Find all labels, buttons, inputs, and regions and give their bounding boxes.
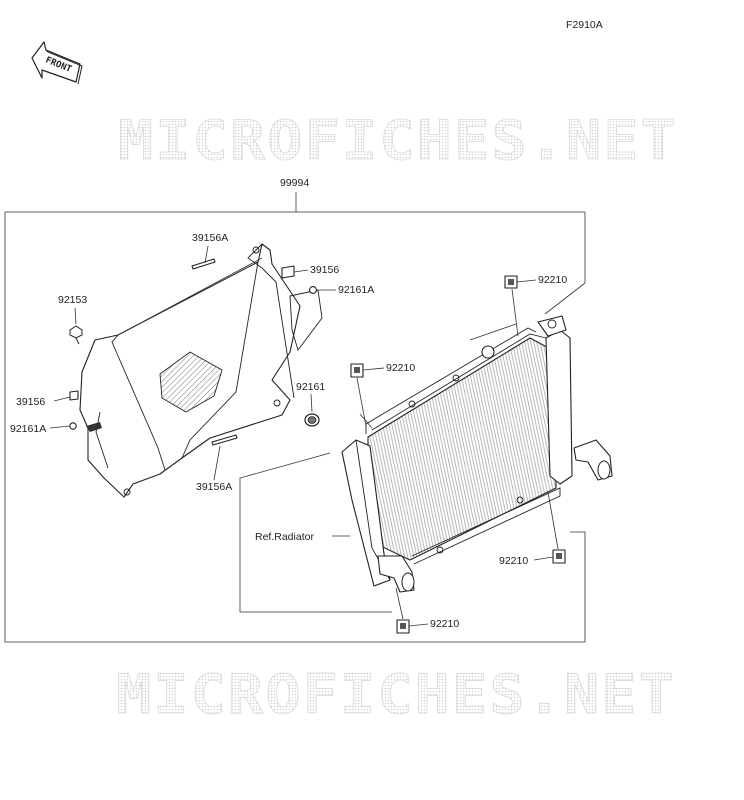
nut-bottom-icon [396, 619, 410, 634]
leader-92210-bottom-right [533, 556, 554, 561]
watermark-bottom: MICROFICHES.NET [116, 663, 676, 726]
callout-92161a-right: 92161A [338, 284, 374, 296]
callout-92210-top-mid: 92210 [386, 362, 415, 374]
leader-92210-bottom-right-up [547, 491, 559, 550]
ref-radiator-upper-line [469, 323, 517, 341]
bolt-icon [69, 325, 83, 345]
leader-39156a-top [204, 245, 209, 264]
front-arrow-icon: FRONT [31, 41, 83, 85]
nut-bottom-right-icon [552, 549, 566, 564]
leader-39156-right [293, 269, 309, 273]
leader-92153 [74, 307, 77, 325]
leader-92210-top-right-down [511, 288, 519, 337]
nut-top-mid-icon [350, 363, 364, 378]
leader-92161a-left [49, 425, 71, 429]
callout-92210-top-right: 92210 [538, 274, 567, 286]
leader-39156a-bottom [213, 445, 221, 481]
callout-ref-radiator: Ref.Radiator [255, 531, 314, 543]
figure-code: F2910A [566, 19, 603, 31]
leader-92210-bottom-up [395, 587, 404, 620]
trim-strips [69, 258, 295, 446]
ref-radiator-upper-tick [359, 413, 373, 429]
leader-92210-top-mid [362, 367, 385, 371]
grommet-a-right-icon [309, 286, 317, 294]
watermark-top: MICROFICHES.NET [118, 109, 678, 172]
leader-39156-left [53, 396, 71, 402]
callout-92153: 92153 [58, 294, 87, 306]
leader-92161 [310, 393, 313, 413]
callout-39156-left: 39156 [16, 396, 45, 408]
callout-92210-bottom: 92210 [430, 618, 459, 630]
grommet-icon [304, 413, 320, 427]
radiator-screen [79, 243, 323, 498]
leader-92210-bottom [408, 623, 429, 627]
callout-39156a-top: 39156A [192, 232, 228, 244]
assembly-frame [4, 211, 586, 643]
callout-92210-bottom-right: 92210 [499, 555, 528, 567]
callout-92161: 92161 [296, 381, 325, 393]
ref-radiator-bracket [239, 452, 392, 613]
callout-39156a-bottom: 39156A [196, 481, 232, 493]
frame-diagonal [544, 282, 586, 315]
nut-top-right-icon [504, 275, 518, 289]
radiator [341, 315, 613, 593]
leader-92210-top-right [516, 279, 537, 283]
leader-92210-top-mid-down [356, 377, 367, 427]
callout-92161a-left: 92161A [10, 423, 46, 435]
callout-39156-right: 39156 [310, 264, 339, 276]
callout-99994: 99994 [280, 177, 309, 189]
grommet-a-left-icon [69, 422, 77, 430]
